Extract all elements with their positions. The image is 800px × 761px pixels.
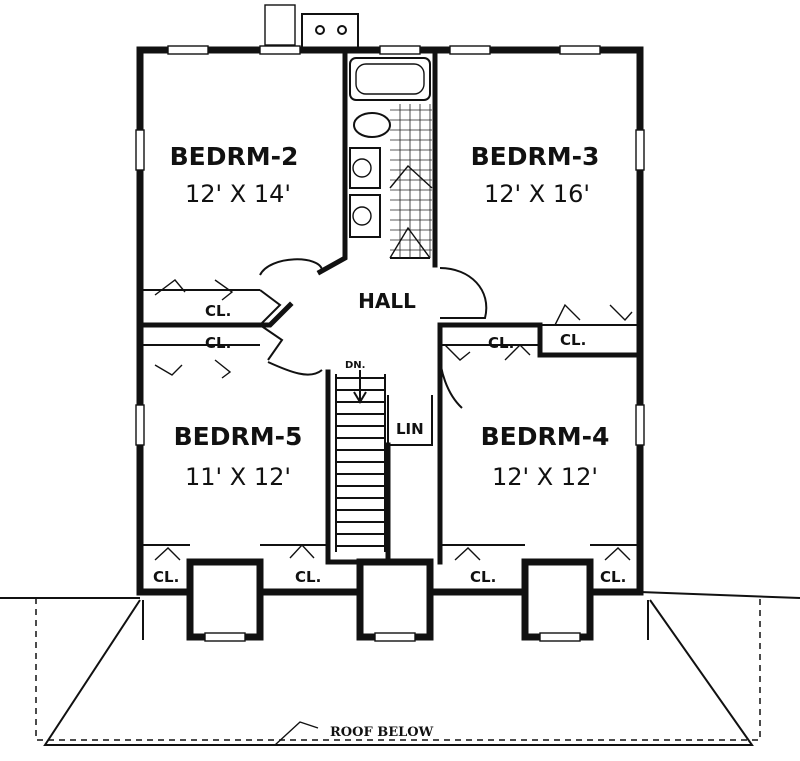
bedrm2-name: BEDRM-2 xyxy=(170,142,299,171)
bedrm4-size: 12' X 12' xyxy=(492,463,598,491)
windows xyxy=(135,45,645,642)
linen-label: LIN xyxy=(396,420,424,438)
stair-label: DN. xyxy=(345,360,365,371)
door-swings xyxy=(154,258,633,561)
bedrm3-size: 12' X 16' xyxy=(484,180,590,208)
roof-label: ROOF BELOW xyxy=(330,725,434,740)
bedrm2-size: 12' X 14' xyxy=(185,180,291,208)
bedrm5-size: 11' X 12' xyxy=(185,463,291,491)
closet-label: CL. xyxy=(153,568,179,586)
closet-label: CL. xyxy=(560,331,586,349)
closet-label: CL. xyxy=(205,302,231,320)
room-labels: BEDRM-2 12' X 14' BEDRM-3 12' X 16' BEDR… xyxy=(153,142,626,740)
stairs xyxy=(335,370,386,552)
bedrm4-name: BEDRM-4 xyxy=(481,422,610,451)
chimney xyxy=(264,4,359,49)
bathroom-fixtures xyxy=(349,57,433,259)
interior-walls xyxy=(137,47,643,565)
roof-outline xyxy=(0,591,800,746)
closet-label: CL. xyxy=(600,568,626,586)
hall-label: HALL xyxy=(358,289,416,313)
closet-label: CL. xyxy=(488,334,514,352)
tile-floor xyxy=(390,104,432,258)
closet-label: CL. xyxy=(470,568,496,586)
closet-label: CL. xyxy=(295,568,321,586)
bedrm5-name: BEDRM-5 xyxy=(174,422,303,451)
bedrm3-name: BEDRM-3 xyxy=(471,142,600,171)
closet-label: CL. xyxy=(205,334,231,352)
